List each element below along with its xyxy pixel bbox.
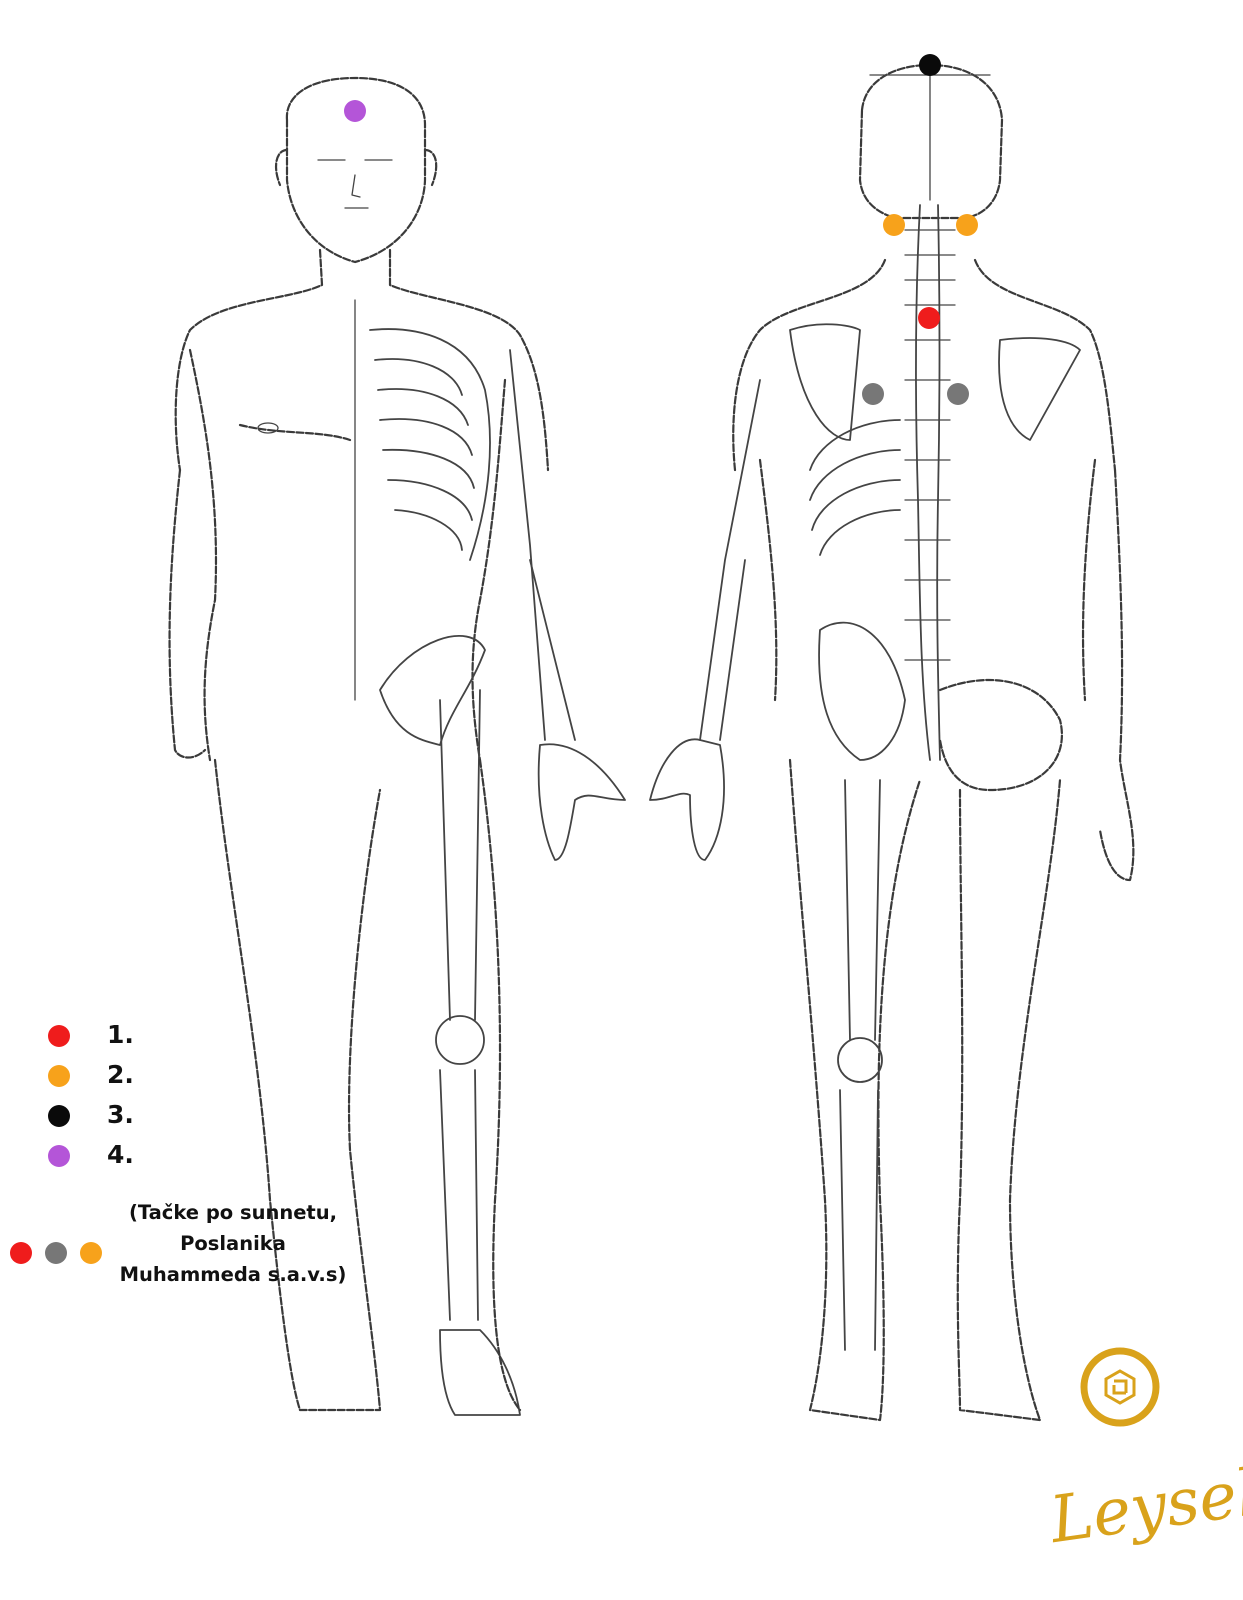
sunnah-dot-orange bbox=[80, 1242, 102, 1264]
sunnah-note-line-2: Poslanika bbox=[180, 1232, 286, 1255]
sunnah-note: (Tačke po sunnetu, Poslanika Muhammeda s… bbox=[108, 1197, 358, 1290]
back-body-figure bbox=[649, 63, 1135, 1422]
sunnah-note-line-3: Muhammeda s.a.v.s) bbox=[119, 1263, 347, 1286]
sunnah-dots bbox=[10, 1242, 102, 1264]
point-1-upper-back bbox=[918, 307, 940, 329]
legend-label-4: 4. bbox=[107, 1140, 134, 1169]
legend-dot-orange bbox=[48, 1065, 70, 1087]
legend-item-3 bbox=[48, 1105, 70, 1127]
point-2-left-neck bbox=[883, 214, 905, 236]
front-body-figure bbox=[168, 76, 626, 1416]
sunnah-note-line-1: (Tačke po sunnetu, bbox=[128, 1201, 338, 1224]
legend-dot-black bbox=[48, 1105, 70, 1127]
legend-label-3: 3. bbox=[107, 1100, 134, 1129]
legend-dot-purple bbox=[48, 1145, 70, 1167]
legend-label-1: 1. bbox=[107, 1020, 134, 1049]
legend-item-1 bbox=[48, 1025, 70, 1047]
brand-circle-logo-icon bbox=[1080, 1347, 1160, 1427]
point-gray-right-scapula bbox=[947, 383, 969, 405]
legend-item-2 bbox=[48, 1065, 70, 1087]
point-gray-left-scapula bbox=[862, 383, 884, 405]
point-4-forehead bbox=[344, 100, 366, 122]
legend-item-4 bbox=[48, 1145, 70, 1167]
point-3-crown bbox=[919, 54, 941, 76]
acupoints bbox=[344, 54, 978, 405]
sunnah-dot-red bbox=[10, 1242, 32, 1264]
legend-dot-red bbox=[48, 1025, 70, 1047]
legend-label-2: 2. bbox=[107, 1060, 134, 1089]
sunnah-dot-gray bbox=[45, 1242, 67, 1264]
point-2-right-neck bbox=[956, 214, 978, 236]
